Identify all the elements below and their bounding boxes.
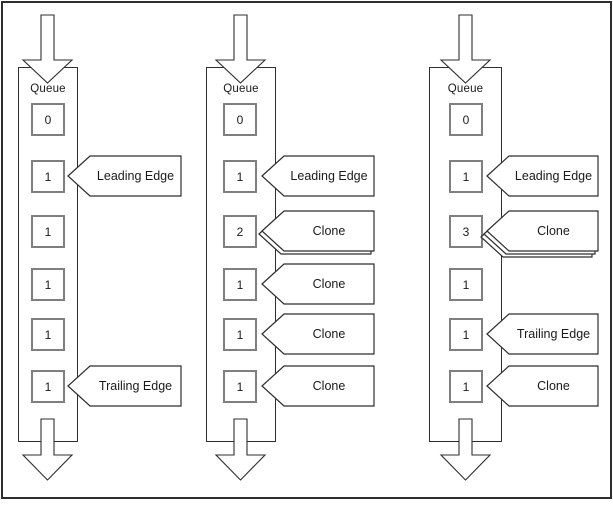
queue-slot-value: 0 xyxy=(462,112,470,127)
queue-slot: 1 xyxy=(223,318,257,351)
queue-slot-value: 1 xyxy=(44,277,52,292)
queue-slot: 1 xyxy=(31,160,65,193)
callout-label: Clone xyxy=(537,379,570,393)
queue-slot: 1 xyxy=(31,370,65,403)
queue-slot: 1 xyxy=(31,318,65,351)
callout-pointer xyxy=(486,365,599,407)
callout-label: Leading Edge xyxy=(290,169,368,183)
callout-pointer xyxy=(261,263,375,305)
flow-down-arrow-bottom xyxy=(214,418,267,481)
callout-label: Clone xyxy=(537,224,570,238)
queue-slot-value: 1 xyxy=(44,327,52,342)
callout-label: Leading Edge xyxy=(96,169,175,183)
callout-pointer xyxy=(261,313,375,355)
queue-slot-value: 1 xyxy=(462,327,470,342)
queue-slot-value: 1 xyxy=(462,379,470,394)
callout-pointer xyxy=(486,155,599,197)
callout-label: Clone xyxy=(312,379,346,393)
callout-pointer xyxy=(480,210,599,258)
queue-slot: 0 xyxy=(31,103,65,136)
callout-label: Clone xyxy=(312,224,346,238)
queue-slot-value: 0 xyxy=(236,112,244,127)
queue-slot: 1 xyxy=(31,215,65,248)
flow-down-arrow-bottom xyxy=(439,418,492,481)
queue-slot-value: 1 xyxy=(236,327,244,342)
callout-pointer xyxy=(258,210,375,255)
callout-label: Clone xyxy=(312,327,346,341)
queue-slot-value: 1 xyxy=(44,169,52,184)
flow-down-arrow-top xyxy=(439,14,492,84)
queue-slot-value: 1 xyxy=(236,169,244,184)
queue-slot-value: 1 xyxy=(236,277,244,292)
queue-slot: 1 xyxy=(449,370,483,403)
callout-pointer xyxy=(261,365,375,407)
callout-pointer xyxy=(261,155,375,197)
queue-slot: 0 xyxy=(223,103,257,136)
queue-slot: 2 xyxy=(223,215,257,248)
callout-pointer xyxy=(67,155,182,197)
queue-slot-value: 1 xyxy=(236,379,244,394)
queue-slot-value: 0 xyxy=(44,112,52,127)
flow-down-arrow-top xyxy=(21,14,74,84)
queue-title: Queue xyxy=(30,83,66,95)
queue-title: Queue xyxy=(223,83,259,95)
queue-slot-value: 1 xyxy=(462,277,470,292)
flow-down-arrow-top xyxy=(214,14,267,84)
queue-slot: 3 xyxy=(449,215,483,248)
queue-slot: 1 xyxy=(223,370,257,403)
queue-slot: 1 xyxy=(223,160,257,193)
queue-slot-value: 2 xyxy=(236,224,244,239)
queue-slot: 1 xyxy=(449,160,483,193)
queue-slot: 1 xyxy=(449,318,483,351)
queue-slot: 1 xyxy=(223,268,257,301)
queue-slot: 0 xyxy=(449,103,483,136)
callout-pointer xyxy=(486,313,599,355)
queue-slot-value: 1 xyxy=(44,379,52,394)
callout-label: Trailing Edge xyxy=(98,379,173,393)
callout-label: Leading Edge xyxy=(514,169,593,183)
callout-label: Trailing Edge xyxy=(516,327,591,341)
callout-label: Clone xyxy=(312,277,346,291)
queue-slot-value: 1 xyxy=(44,224,52,239)
queue-title: Queue xyxy=(447,83,484,95)
queue-slot-value: 3 xyxy=(462,224,470,239)
queue-slot-value: 1 xyxy=(462,169,470,184)
queue-slot: 1 xyxy=(449,268,483,301)
callout-pointer xyxy=(67,365,182,407)
queue-slot: 1 xyxy=(31,268,65,301)
flow-down-arrow-bottom xyxy=(21,418,74,481)
